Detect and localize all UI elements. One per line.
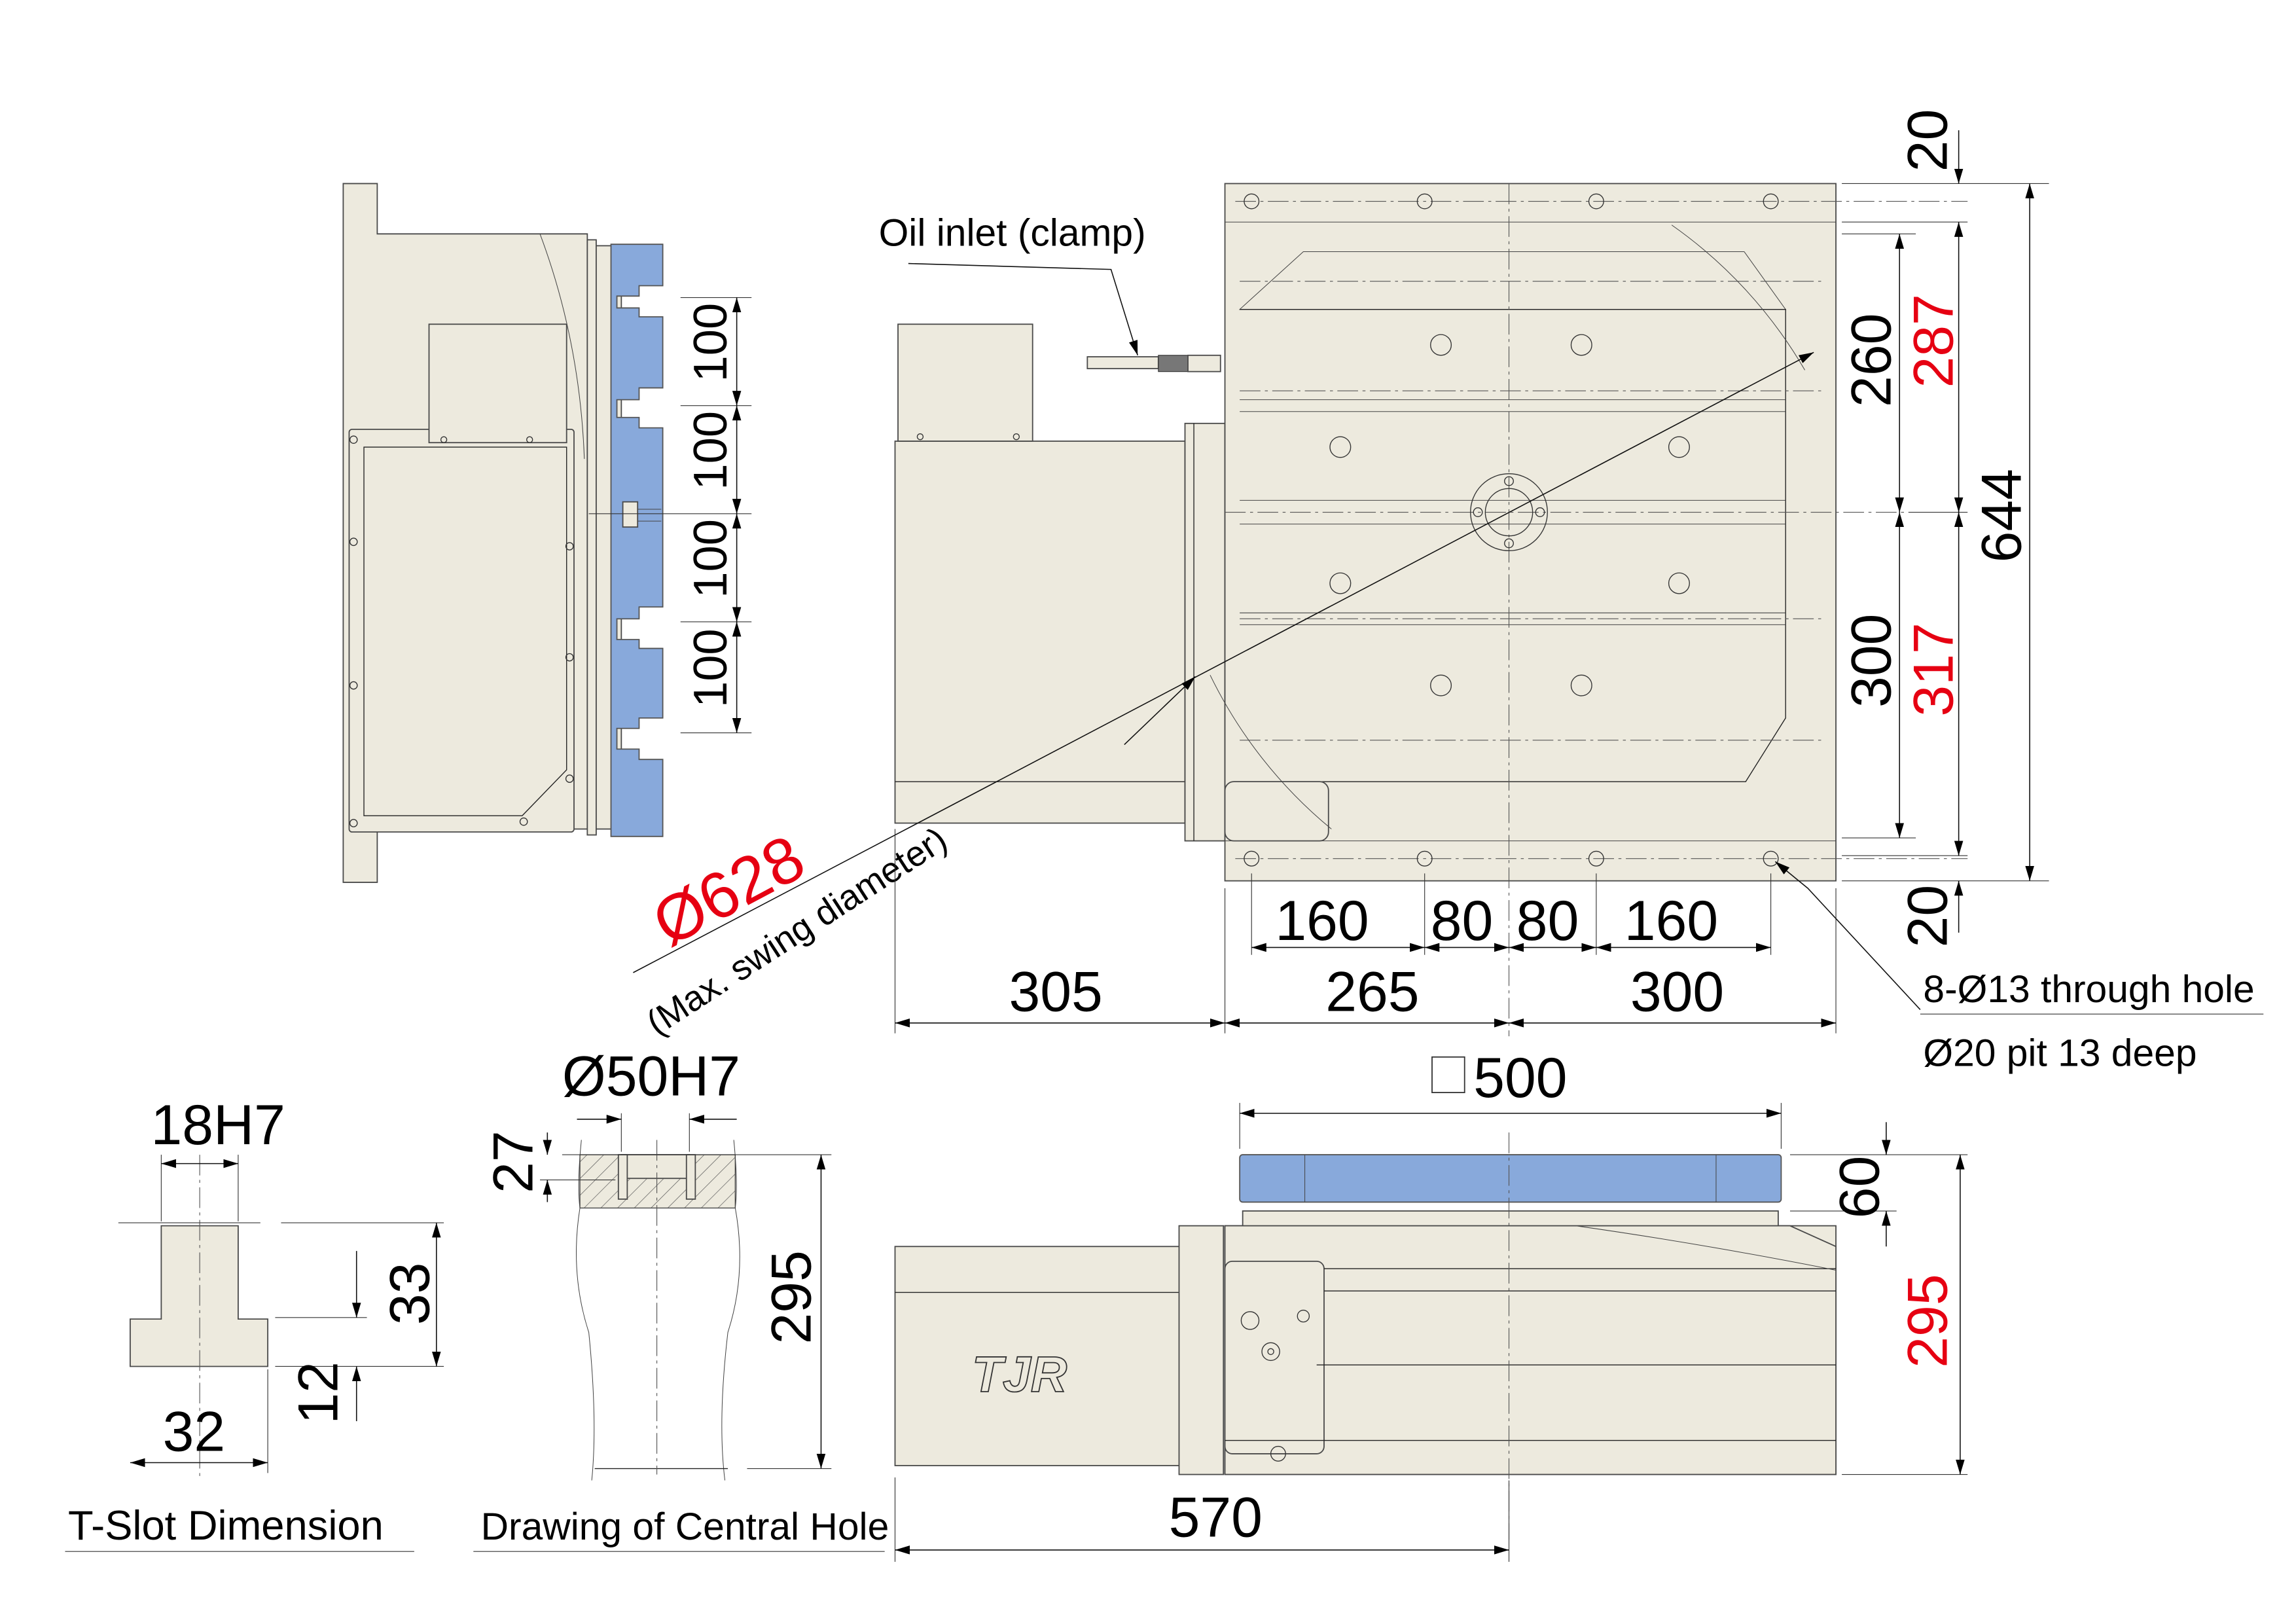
dim-300: 300 <box>1630 961 1724 1024</box>
pitch-dim-3: 100 <box>685 519 737 598</box>
central-hole-title: Drawing of Central Hole <box>481 1506 889 1548</box>
dim-hole-160-left: 160 <box>1275 890 1369 952</box>
dim-upper-inner: 260 <box>1840 314 1903 407</box>
plan-bottom-dims: 160 80 80 160 305 265 300 <box>894 829 1837 1034</box>
plate-holes <box>1244 193 1779 867</box>
tslot-title: T-Slot Dimension <box>68 1503 384 1549</box>
plan-view: Ø628 (Max. swing diameter) Oil inlet (cl… <box>633 109 2264 1074</box>
dim-top-margin: 20 <box>1897 109 1960 172</box>
dim-hole-160-right: 160 <box>1624 890 1718 952</box>
tslot-detail: 18H7 32 33 12 T-Slot Dimension <box>65 1094 444 1552</box>
pitch-dim-2: 100 <box>685 411 737 490</box>
center-bore <box>1470 473 1548 552</box>
tslot-head-height: 12 <box>287 1362 350 1424</box>
plan-right-dims: 20 260 287 300 317 644 20 <box>1840 109 2049 948</box>
tslot-pitch-dims: 100 100 100 100 <box>588 297 752 734</box>
dim-upper-outer: 287 <box>1903 294 1965 388</box>
pitch-dim-1: 100 <box>685 303 737 382</box>
tjr-logo: TJR <box>972 1346 1067 1403</box>
front-view: TJR 500 60 295 570 <box>894 1047 1968 1562</box>
front-fittings <box>1240 1309 1310 1462</box>
side-screws <box>349 435 574 827</box>
dim-lower-inner: 300 <box>1840 614 1903 708</box>
motor-offset: 570 <box>1169 1487 1263 1549</box>
square-symbol <box>1431 1056 1465 1093</box>
tslot-width-bottom: 32 <box>163 1400 226 1463</box>
central-bore-depth: 27 <box>482 1130 545 1193</box>
dim-hole-80-right: 80 <box>1516 890 1579 952</box>
dim-305: 305 <box>1009 961 1103 1024</box>
dim-hole-80-left: 80 <box>1431 890 1494 952</box>
side-view: 100 100 100 100 <box>342 183 752 883</box>
oil-inlet-label: Oil inlet (clamp) <box>879 211 1146 254</box>
table-size: 500 <box>1473 1047 1567 1110</box>
oil-inlet-fitting <box>1086 354 1221 372</box>
hole-note-line1: 8-Ø13 through hole <box>1923 968 2254 1011</box>
dim-overall-height: 644 <box>1971 469 2034 562</box>
dim-bottom-margin: 20 <box>1897 885 1960 948</box>
central-bore-diameter: Ø50H7 <box>562 1045 740 1108</box>
central-hole-height: 295 <box>761 1250 823 1344</box>
center-height: 295 <box>1897 1274 1960 1367</box>
dim-265: 265 <box>1325 961 1419 1024</box>
tslot-depth: 33 <box>379 1263 442 1326</box>
dim-lower-outer: 317 <box>1903 623 1965 716</box>
table-thickness: 60 <box>1829 1156 1892 1219</box>
hole-note-line2: Ø20 pit 13 deep <box>1923 1032 2197 1074</box>
central-hole-detail: Ø50H7 27 295 Drawing of Central Hole <box>473 1045 889 1552</box>
pitch-dim-4: 100 <box>685 628 737 708</box>
tslot-width-top: 18H7 <box>151 1094 285 1157</box>
